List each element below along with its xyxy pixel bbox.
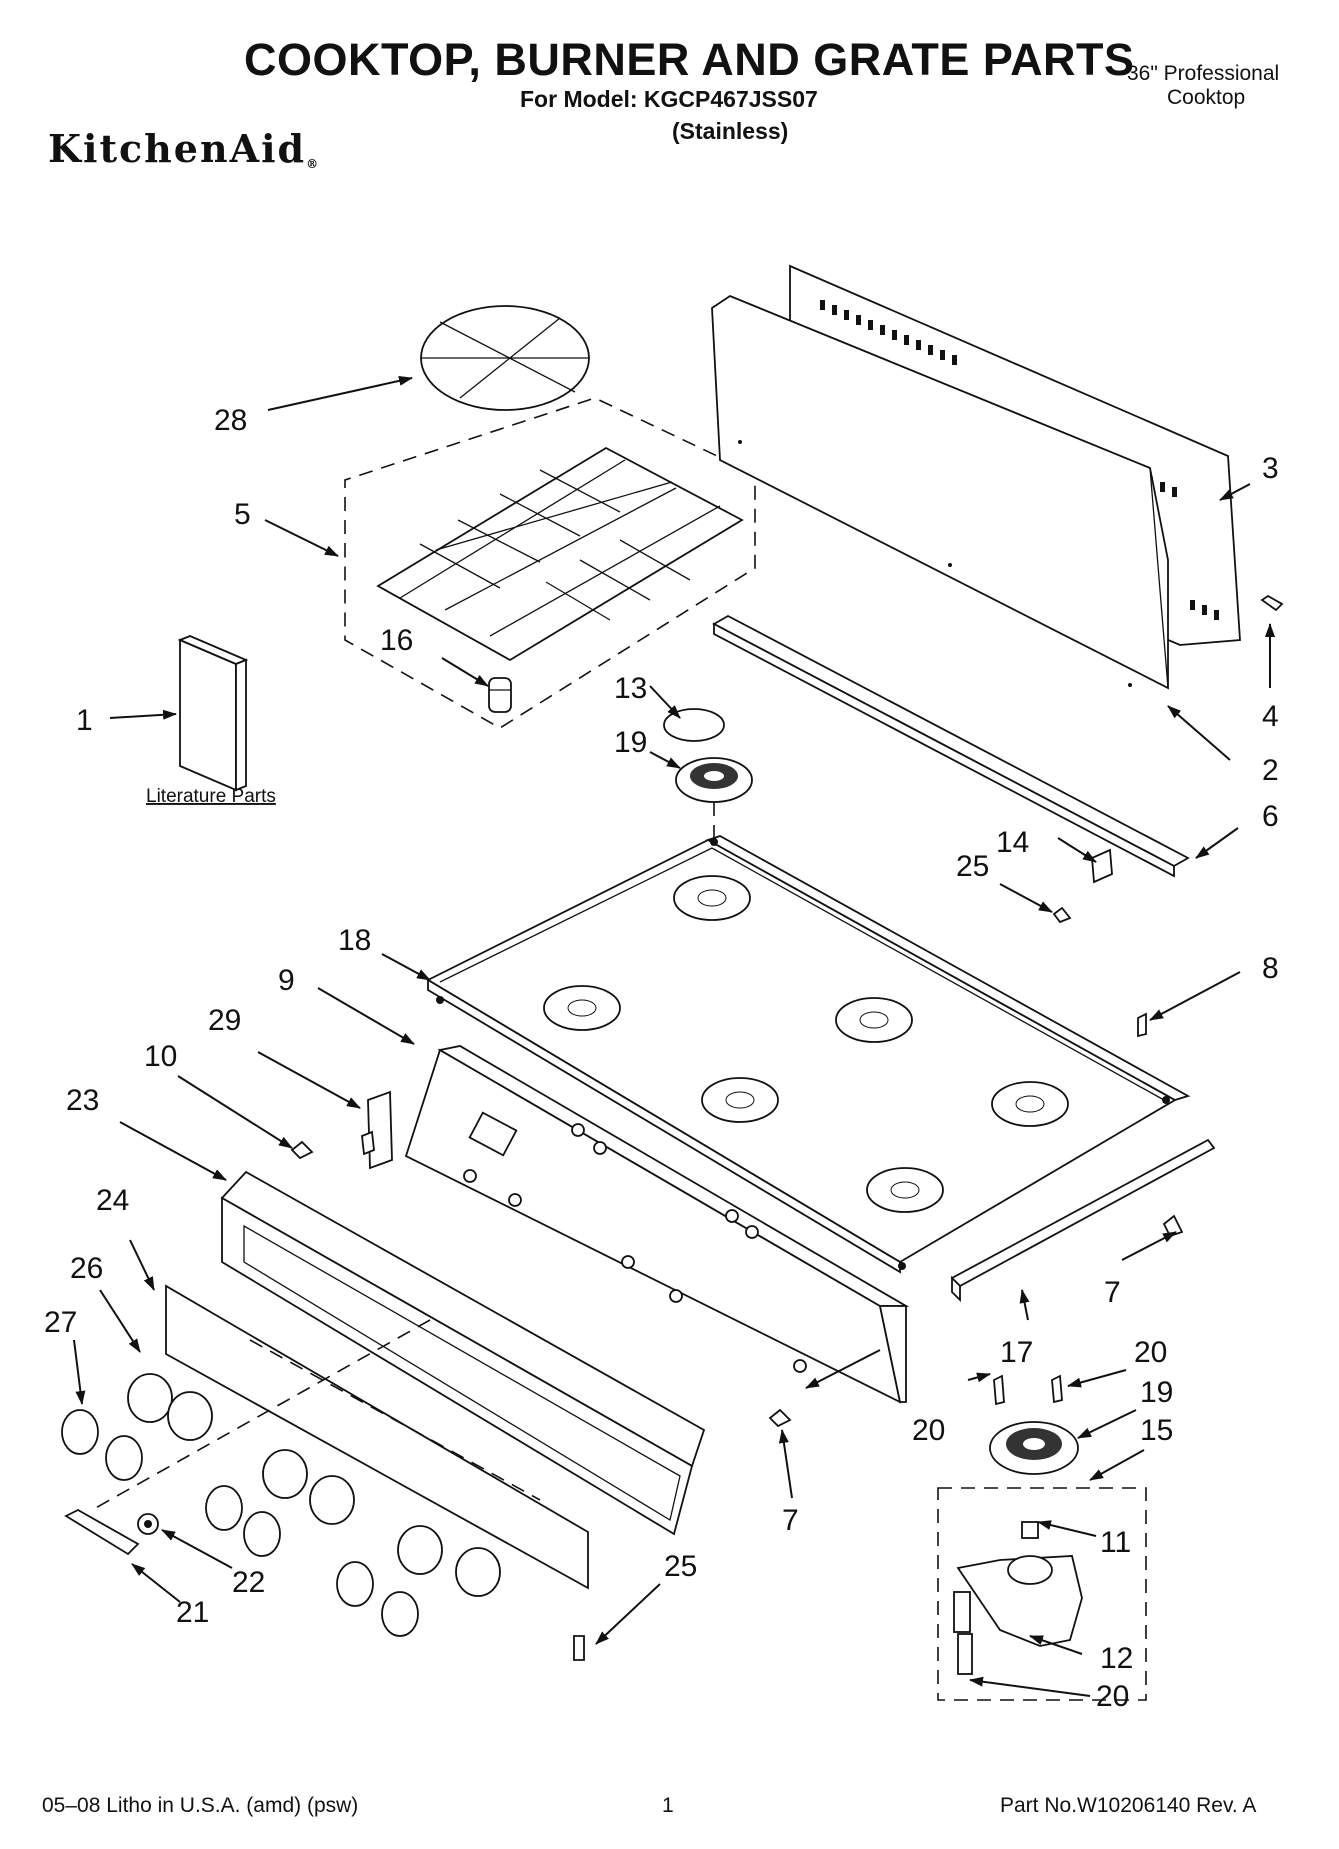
- callout-15: 15: [1140, 1414, 1173, 1447]
- finish-variant: (Stainless): [672, 118, 789, 144]
- callout-8: 8: [1262, 952, 1279, 985]
- burner-base-lower-part: [989, 1421, 1079, 1475]
- callout-7-right: 7: [1104, 1276, 1121, 1309]
- burner-base-part: [675, 757, 753, 803]
- callout-21: 21: [176, 1596, 209, 1629]
- callout-18: 18: [338, 924, 371, 957]
- callout-6: 6: [1262, 800, 1279, 833]
- callout-14: 14: [996, 826, 1029, 859]
- product-type-line2: Cooktop: [1167, 86, 1246, 109]
- registered-mark: ®: [306, 157, 319, 171]
- grate-part: [344, 397, 756, 729]
- spark-module-part: [361, 1090, 393, 1170]
- cooktop-surface-part: [426, 835, 1191, 1274]
- callout-4: 4: [1262, 700, 1279, 733]
- callout-16: 16: [380, 624, 413, 657]
- callout-22: 22: [232, 1566, 265, 1599]
- grate-foot-part: [488, 677, 512, 713]
- clip-part: [1091, 848, 1113, 884]
- literature-part: [177, 635, 249, 792]
- callout-10: 10: [144, 1040, 177, 1073]
- control-knob-set: [61, 1373, 501, 1637]
- callout-12: 12: [1100, 1642, 1133, 1675]
- part-number: Part No.W10206140 Rev. A: [1000, 1794, 1257, 1817]
- callout-19-top: 19: [614, 726, 647, 759]
- control-bracket-part: [165, 1284, 589, 1590]
- callout-20-left: 20: [912, 1414, 945, 1447]
- brand-logo: KitchenAid®: [48, 126, 318, 171]
- callout-19-bottom: 19: [1140, 1376, 1173, 1409]
- callout-26: 26: [70, 1252, 103, 1285]
- model-line: For Model: KGCP467JSS07: [520, 86, 818, 112]
- page-number: 1: [662, 1794, 674, 1817]
- valve-assembly-box: [937, 1487, 1147, 1701]
- product-type-line1: 36" Professional: [1127, 62, 1280, 85]
- callout-25-top: 25: [956, 850, 989, 883]
- callout-13: 13: [614, 672, 647, 705]
- callout-11: 11: [1100, 1526, 1131, 1559]
- callout-27: 27: [44, 1306, 77, 1339]
- grate-pad-part: [420, 305, 590, 411]
- callout-1: 1: [76, 704, 93, 737]
- callout-28: 28: [214, 404, 247, 437]
- rear-bracket-part: [712, 614, 1190, 878]
- backguard-part: [711, 294, 1169, 690]
- callout-24: 24: [96, 1184, 129, 1217]
- burner-box-part: [404, 1045, 910, 1404]
- callout-9: 9: [278, 964, 295, 997]
- grommet-part: [137, 1513, 159, 1535]
- callout-20-bottom: 20: [1096, 1680, 1129, 1713]
- screw-set: [290, 594, 1284, 1661]
- burner-cap-part: [663, 708, 725, 742]
- print-info: 05–08 Litho in U.S.A. (amd) (psw): [42, 1794, 359, 1817]
- callout-7-bottom: 7: [782, 1504, 799, 1537]
- literature-parts-label: Literature Parts: [146, 786, 276, 807]
- callout-3: 3: [1262, 452, 1279, 485]
- brand-name: KitchenAid: [48, 126, 307, 171]
- leader-arrows: [73, 375, 1275, 1697]
- callout-5: 5: [234, 498, 251, 531]
- valve-body-part: [953, 1521, 1083, 1675]
- side-trim-part: [950, 1138, 1216, 1303]
- page-title: COOKTOP, BURNER AND GRATE PARTS: [244, 34, 1135, 85]
- callout-20-top: 20: [1134, 1336, 1167, 1369]
- callout-25-bottom: 25: [664, 1550, 697, 1583]
- callout-23: 23: [66, 1084, 99, 1117]
- nameplate-badge-part: [64, 1508, 140, 1556]
- callout-17: 17: [1000, 1336, 1033, 1369]
- control-panel-part: [220, 1170, 706, 1536]
- callout-29: 29: [208, 1004, 241, 1037]
- callout-2: 2: [1262, 754, 1279, 787]
- callout-labels: 28 5 16 1 3 4 2 6 14 25 13 19 18 8 9 29 …: [44, 404, 1279, 1713]
